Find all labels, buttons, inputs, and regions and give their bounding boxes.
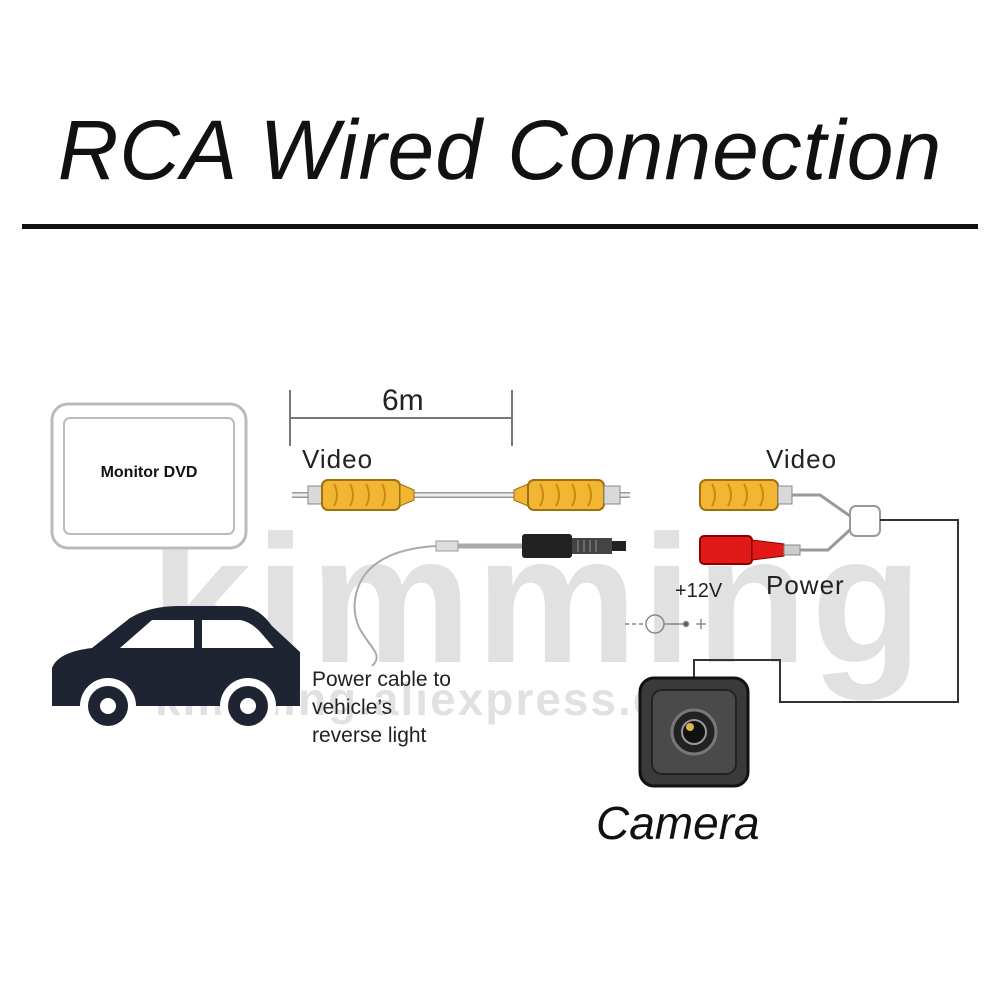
power-label: Power xyxy=(766,570,845,600)
video-label-left: Video xyxy=(302,444,374,474)
camera-icon xyxy=(638,676,750,788)
monitor-label: Monitor DVD xyxy=(100,464,198,481)
camera-label: Camera xyxy=(596,797,760,849)
monitor-dvd-icon xyxy=(50,402,248,550)
ground-terminal-icon xyxy=(625,614,706,634)
length-dimension-line xyxy=(289,390,513,446)
power-lead-connector xyxy=(353,534,626,667)
rca-plug-middle xyxy=(513,479,621,511)
page-title: RCA Wired Connection xyxy=(57,103,943,197)
power-cable-label: Power cable to vehicle’s reverse light xyxy=(312,666,451,750)
length-label: 6m xyxy=(382,384,424,417)
cable-splitter xyxy=(849,505,881,537)
video-label-right: Video xyxy=(766,444,838,474)
title-underline xyxy=(22,224,978,229)
camera-cable xyxy=(693,519,959,703)
rca-socket-power-red xyxy=(699,526,854,565)
rca-plug-left xyxy=(307,479,415,511)
power-cable-line-1: Power cable to xyxy=(312,668,451,691)
rca-socket-video-right xyxy=(699,479,851,518)
car-icon xyxy=(52,606,300,734)
voltage-label: +12V xyxy=(675,580,723,602)
power-cable-line-2: vehicle’s xyxy=(312,696,393,719)
power-cable-line-3: reverse light xyxy=(312,724,427,747)
